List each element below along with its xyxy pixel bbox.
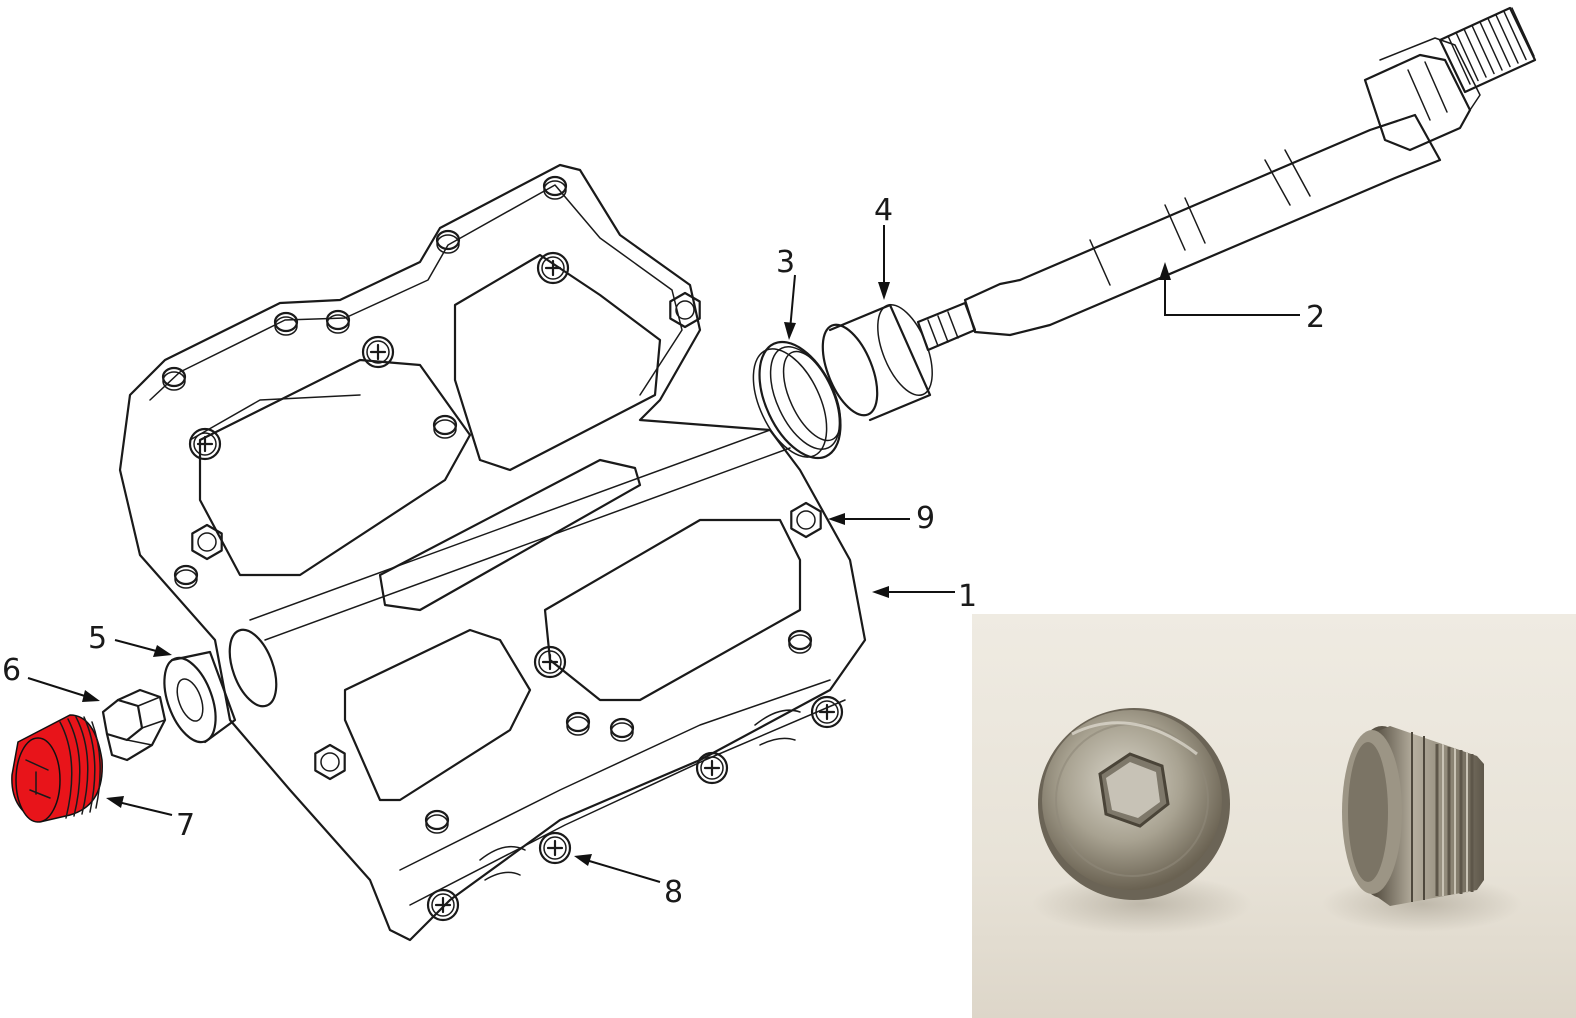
- cross-screw: [426, 888, 460, 922]
- callout-3: 3: [776, 245, 795, 280]
- callout-4: 4: [874, 193, 893, 228]
- cross-screw: [536, 251, 570, 285]
- cross-screw: [810, 695, 844, 729]
- end-cap-photo: [972, 614, 1576, 1018]
- cap-front-view: [1038, 708, 1230, 900]
- pedal-pin: [173, 564, 199, 589]
- bushing-sleeve: [821, 225, 933, 422]
- callout-1: 1: [958, 579, 977, 614]
- hex-pin-nuts: [191, 291, 822, 781]
- pin-screws: [188, 251, 844, 922]
- end-cap-highlight: [11, 714, 173, 823]
- pedal-body: [118, 163, 867, 942]
- pedal-pin: [609, 717, 635, 742]
- callout-2: 2: [1306, 300, 1325, 335]
- callout-6: 6: [2, 653, 21, 688]
- seal-ring: [752, 274, 842, 460]
- pedal-pin: [542, 175, 568, 200]
- cap-side-view: [1342, 726, 1484, 906]
- cross-screw: [188, 427, 222, 461]
- pedal-pin: [565, 711, 591, 736]
- pedal-pin: [273, 311, 299, 336]
- pedal-pin: [787, 629, 813, 654]
- pedal-pin: [432, 414, 458, 439]
- callout-7: 7: [176, 808, 195, 843]
- hex-nut: [191, 523, 223, 561]
- hex-nut: [790, 501, 822, 539]
- pedal-pin: [435, 229, 461, 254]
- axle-nut: [27, 677, 167, 762]
- pedal-pin: [325, 309, 351, 334]
- cross-screw: [695, 751, 729, 785]
- callout-8: 8: [664, 875, 683, 910]
- pedal-pin: [424, 809, 450, 834]
- callout-labels: 1 2 3 4 5 6 7 8 9: [2, 193, 1325, 910]
- cross-screw: [538, 831, 572, 865]
- pedal-pins: [161, 175, 813, 834]
- leader-lines: [574, 513, 955, 883]
- callout-5: 5: [88, 621, 107, 656]
- callout-9: 9: [916, 501, 935, 536]
- hex-nut: [669, 291, 701, 329]
- cross-screw: [361, 335, 395, 369]
- pedal-pin: [161, 366, 187, 391]
- bearing: [114, 639, 237, 744]
- cross-screw: [533, 645, 567, 679]
- hex-nut: [314, 743, 346, 781]
- spindle: [916, 6, 1537, 352]
